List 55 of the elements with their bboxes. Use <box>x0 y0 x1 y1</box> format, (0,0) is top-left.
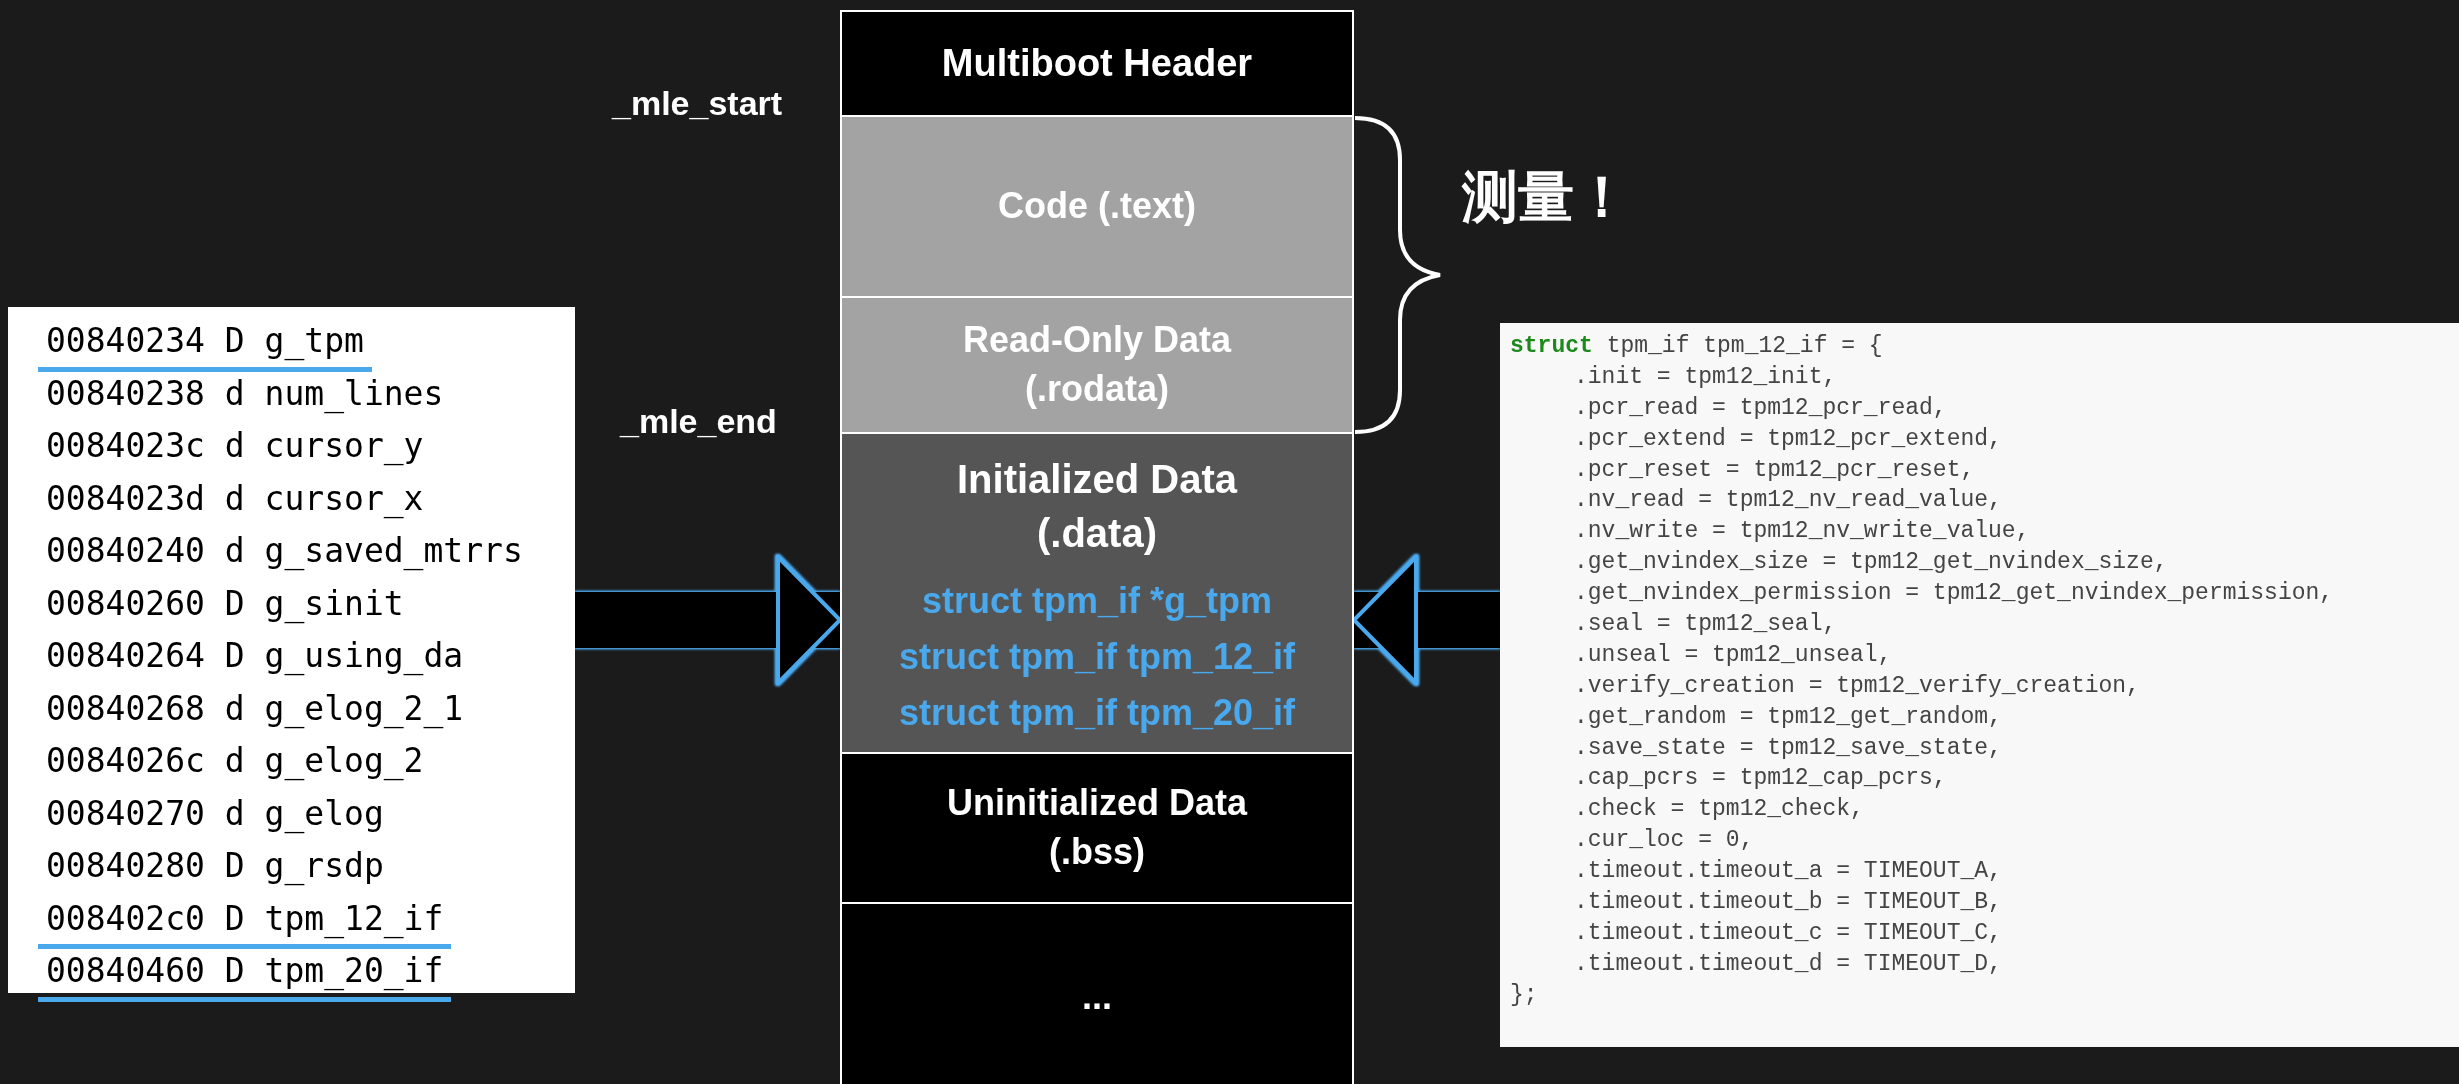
symbol-line: 00840264 D g_using_da <box>46 635 464 678</box>
code-line: .pcr_extend = tpm12_pcr_extend, <box>1574 424 2002 454</box>
address-label: _mle_start <box>612 84 783 123</box>
symbol-line: 00840270 d g_elog <box>46 792 384 836</box>
code-line: .nv_write = tpm12_nv_write_value, <box>1574 517 2030 547</box>
section-label: ... <box>1082 974 1112 1019</box>
address-label: _mle_end <box>620 402 777 441</box>
variable-label: struct tpm_if *g_tpm <box>921 580 1272 622</box>
code-line: .check = tpm12_check, <box>1574 795 1864 825</box>
memory-section <box>840 10 1354 117</box>
symbol-line: 00840460 D tpm_20_if <box>38 949 452 1002</box>
code-line: .timeout.timeout_c = TIMEOUT_C, <box>1574 918 2002 948</box>
code-line: .verify_creation = tpm12_verify_creation, <box>1574 671 2140 701</box>
symbol-line: 0084023d d cursor_x <box>46 477 424 521</box>
code-line: .pcr_reset = tpm12_pcr_reset, <box>1574 455 1975 485</box>
symbol-line: 00840280 D g_rsdp <box>46 845 384 888</box>
code-line: .nv_read = tpm12_nv_read_value, <box>1574 486 2002 516</box>
code-line: .save_state = tpm12_save_state, <box>1574 733 2002 763</box>
code-line: .init = tpm12_init, <box>1574 362 1837 392</box>
code-line: .timeout.timeout_b = TIMEOUT_B, <box>1574 888 2002 918</box>
symbol-line: 00840268 d g_elog_2_1 <box>46 687 464 731</box>
code-line: .unseal = tpm12_unseal, <box>1574 640 1892 670</box>
symbol-line: 0084026c d g_elog_2 <box>46 740 424 783</box>
code-line: .cap_pcrs = tpm12_cap_pcrs, <box>1574 764 1947 794</box>
code-line: struct tpm_if tpm_12_if = { <box>1510 332 1883 361</box>
symbol-line: 0084023c d cursor_y <box>46 425 424 468</box>
section-label: Code (.text) <box>998 184 1196 229</box>
code-line: .get_nvindex_size = tpm12_get_nvindex_size, <box>1574 548 2168 578</box>
code-line: .pcr_read = tpm12_pcr_read, <box>1574 393 1947 423</box>
section-label: Multiboot Header <box>941 40 1253 86</box>
code-line: .get_nvindex_permission = tpm12_get_nvindex_permission, <box>1574 579 2334 609</box>
note-text: 测量！ <box>1462 164 1630 230</box>
block-arrow <box>575 555 842 685</box>
section-label: Uninitialized Data (.bss) <box>945 781 1249 874</box>
memory-section <box>840 432 1354 754</box>
symbol-line: 00840240 d g_saved_mtrrs <box>46 530 523 573</box>
code-panel <box>1500 323 2459 1047</box>
symbol-line: 00840234 D g_tpm <box>38 319 372 372</box>
section-label: Initialized Data (.data) <box>955 456 1239 557</box>
code-line: }; <box>1510 980 1538 1010</box>
symbol-line: 00840260 D g_sinit <box>46 582 404 626</box>
symbol-line: 008402c0 D tpm_12_if <box>38 896 452 949</box>
variable-label: struct tpm_if tpm_20_if <box>898 692 1296 734</box>
section-label: Read-Only Data (.rodata) <box>961 318 1233 411</box>
code-line: .get_random = tpm12_get_random, <box>1574 702 2002 732</box>
memory-section <box>840 902 1354 1084</box>
symbol-line: 00840238 d num_lines <box>46 372 444 416</box>
memory-section <box>840 752 1354 904</box>
code-line: .seal = tpm12_seal, <box>1574 610 1837 639</box>
memory-section <box>840 115 1354 298</box>
code-line: .cur_loc = 0, <box>1574 826 1754 856</box>
code-line: .timeout.timeout_a = TIMEOUT_A, <box>1574 857 2002 887</box>
variable-label: struct tpm_if tpm_12_if <box>898 636 1296 678</box>
code-line: .timeout.timeout_d = TIMEOUT_D, <box>1574 949 2002 979</box>
memory-section <box>840 296 1354 434</box>
